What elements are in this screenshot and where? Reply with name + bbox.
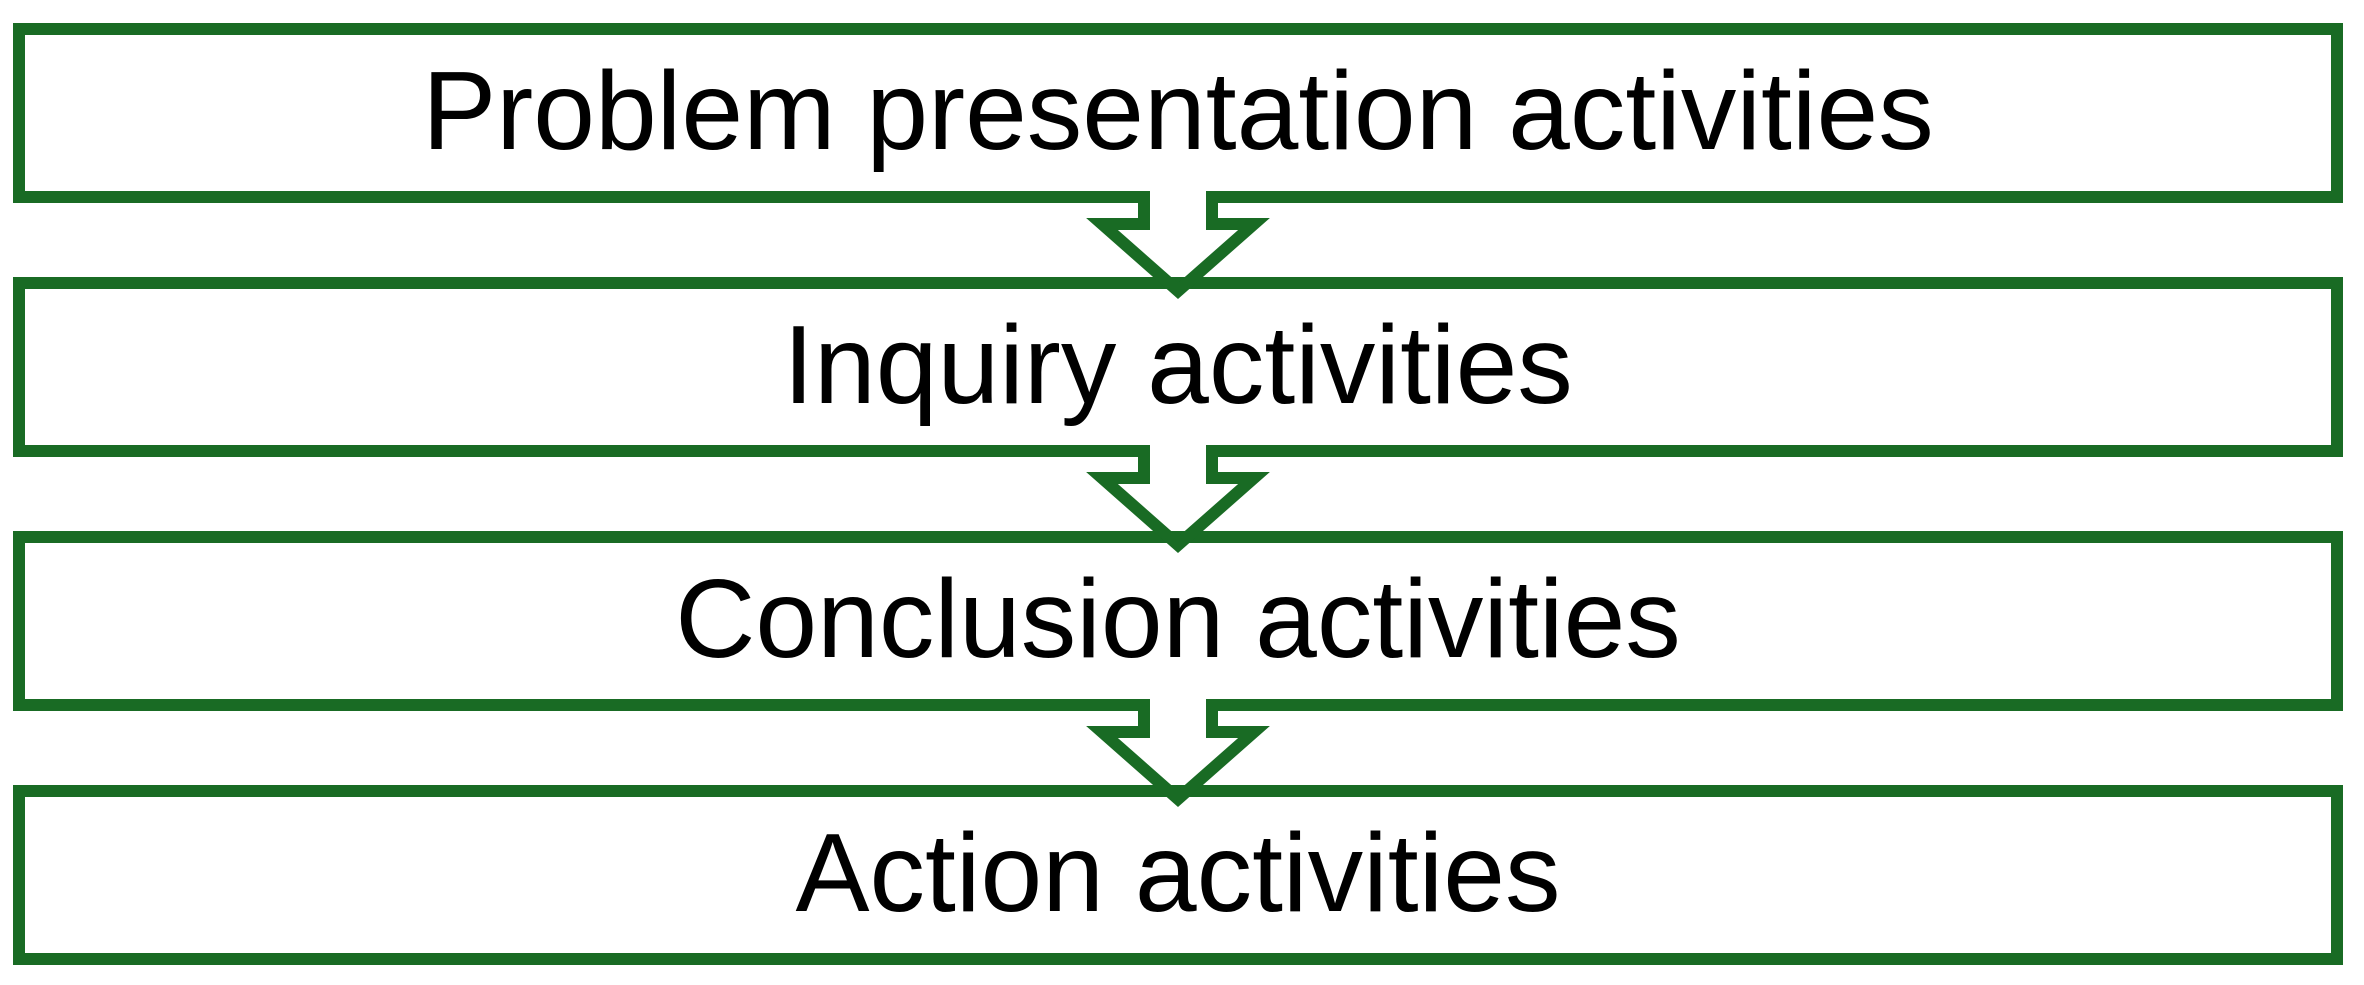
flow-box-action: Action activities <box>13 785 2343 965</box>
flow-box-inquiry: Inquiry activities <box>13 277 2343 457</box>
flow-box-label: Problem presentation activities <box>422 48 1934 173</box>
flow-box-label: Inquiry activities <box>783 302 1573 427</box>
flow-box-label: Conclusion activities <box>675 556 1681 681</box>
flow-box-problem-presentation: Problem presentation activities <box>13 23 2343 203</box>
flow-box-label: Action activities <box>795 810 1561 935</box>
flow-box-conclusion: Conclusion activities <box>13 531 2343 711</box>
